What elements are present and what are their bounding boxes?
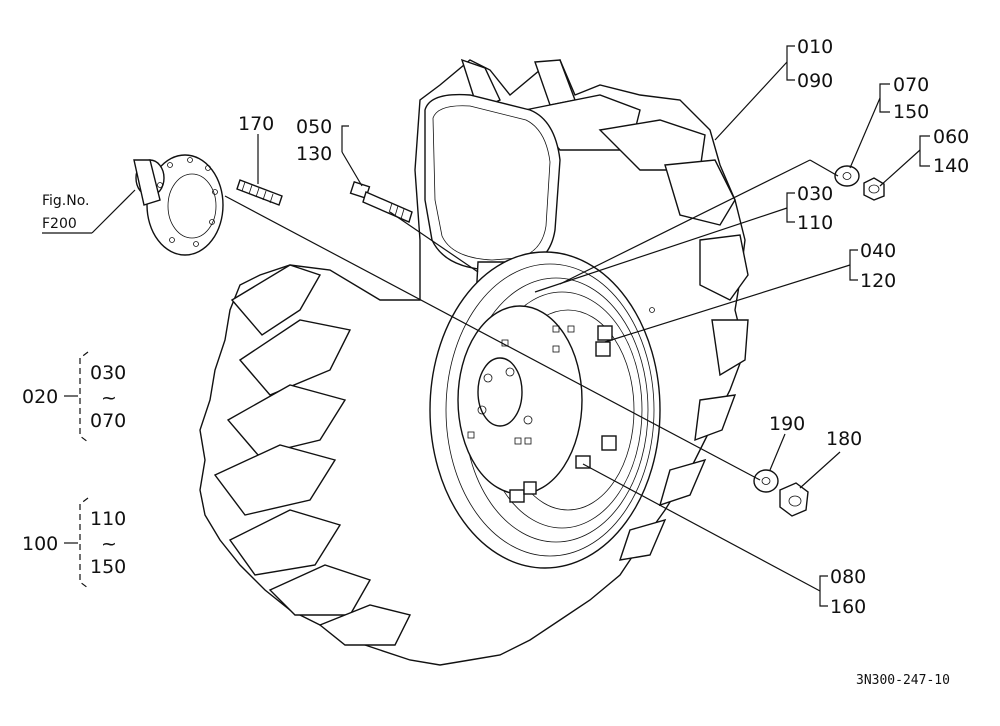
label-030: 030 (797, 183, 833, 205)
washer-nut-bottom (753, 469, 809, 517)
label-110: 110 (797, 212, 833, 234)
wheel-rim (429, 251, 661, 569)
label-190: 190 (769, 413, 805, 435)
label-050: 050 (296, 116, 332, 138)
group-100-tilde: ~ (101, 533, 117, 555)
fig-ref-label: Fig.No. (42, 193, 90, 209)
group-100-to: 150 (90, 556, 126, 578)
washer-nut-top (834, 165, 885, 201)
label-180: 180 (826, 428, 862, 450)
leader-lines (42, 45, 930, 607)
label-060: 060 (933, 126, 969, 148)
fig-ref-number: F200 (42, 216, 77, 232)
group-100-id: 100 (22, 533, 58, 555)
label-140: 140 (933, 155, 969, 177)
figure-code: 3N300-247-10 (856, 673, 950, 688)
label-090: 090 (797, 70, 833, 92)
callout-labels: 010 090 070 150 060 140 050 130 170 030 … (22, 36, 969, 688)
rim-nuts (509, 307, 655, 503)
label-010: 010 (797, 36, 833, 58)
label-160: 160 (830, 596, 866, 618)
group-100-from: 110 (90, 508, 126, 530)
group-020-id: 020 (22, 386, 58, 408)
group-020-tilde: ~ (101, 387, 117, 409)
label-120: 120 (860, 270, 896, 292)
group-020-to: 070 (90, 410, 126, 432)
label-170: 170 (238, 113, 274, 135)
group-020-from: 030 (90, 362, 126, 384)
label-070: 070 (893, 74, 929, 96)
valve-bolt (349, 180, 413, 223)
label-150: 150 (893, 101, 929, 123)
label-080: 080 (830, 566, 866, 588)
stud-bolt (236, 179, 283, 206)
label-040: 040 (860, 240, 896, 262)
hub-flange (133, 154, 224, 256)
label-130: 130 (296, 143, 332, 165)
